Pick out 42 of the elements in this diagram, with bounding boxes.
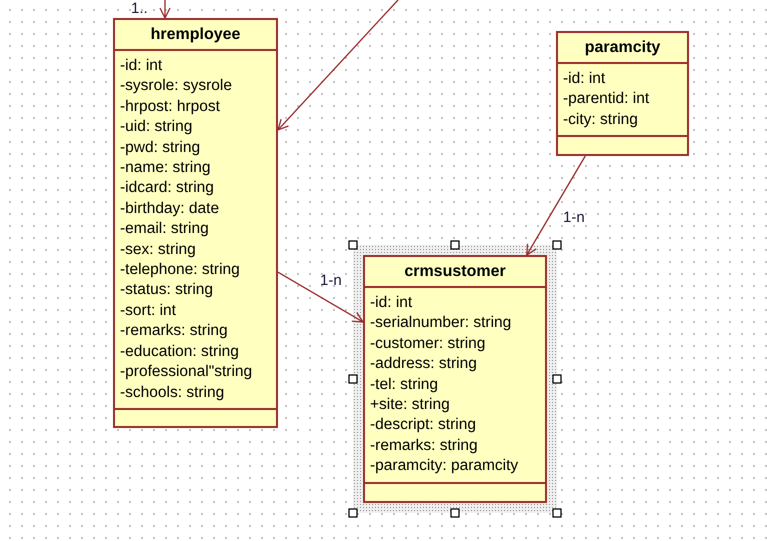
attribute-text: -parentid: int bbox=[563, 89, 650, 110]
attribute-text: -pwd: string bbox=[120, 138, 202, 158]
class-box bbox=[556, 31, 689, 156]
attribute-text: -hrpost: hrpost bbox=[120, 96, 221, 117]
attribute-text: -status: string bbox=[120, 280, 214, 300]
multiplicity-label: 1.. bbox=[131, 0, 148, 17]
attribute-text: -paramcity: paramcity bbox=[370, 456, 520, 476]
attribute-text: -remarks: string bbox=[120, 321, 229, 342]
attribute-text: -descript: string bbox=[370, 415, 477, 436]
attribute-text: -id: int bbox=[120, 56, 164, 76]
attribute-text: -telephone: string bbox=[120, 260, 241, 280]
attribute-text: -city: string bbox=[563, 110, 639, 130]
attribute-text: -tel: string bbox=[370, 374, 440, 395]
class-name: crmsustomer bbox=[365, 257, 545, 288]
association-arrow bbox=[159, 0, 171, 19]
attribute-text: -sex: string bbox=[120, 240, 197, 260]
attribute-text: -sysrole: sysrole bbox=[120, 76, 233, 96]
attribute-text: -name: string bbox=[120, 158, 212, 178]
class-name: paramcity bbox=[558, 33, 687, 64]
attribute-text: -professional"string bbox=[120, 362, 254, 382]
attribute-text: -customer: string bbox=[370, 334, 486, 354]
association-arrow bbox=[278, 272, 364, 323]
attribute-text: -remarks: string bbox=[370, 436, 479, 456]
association-arrow bbox=[277, 0, 398, 131]
attribute-text: -schools: string bbox=[120, 382, 226, 402]
attribute-text: +site: string bbox=[370, 395, 451, 416]
attribute-text: -idcard: string bbox=[120, 178, 215, 198]
attribute-text: -uid: string bbox=[120, 117, 194, 138]
multiplicity-label: 1-n bbox=[320, 272, 342, 289]
attribute-text: -email: string bbox=[120, 219, 210, 240]
class-box bbox=[113, 18, 278, 428]
attribute-text: -education: string bbox=[120, 342, 240, 362]
class-name: hremployee bbox=[115, 20, 276, 51]
attribute-text: -sort: int bbox=[120, 300, 177, 321]
attribute-text: -id: int bbox=[563, 69, 606, 89]
attribute-text: -birthday: date bbox=[120, 198, 220, 219]
attribute-text: -id: int bbox=[370, 293, 414, 313]
attribute-text: -address: string bbox=[370, 354, 478, 374]
multiplicity-label: 1-n bbox=[563, 209, 585, 226]
attribute-text: -serialnumber: string bbox=[370, 313, 512, 334]
class-box bbox=[363, 255, 547, 503]
association-arrow bbox=[526, 156, 586, 256]
